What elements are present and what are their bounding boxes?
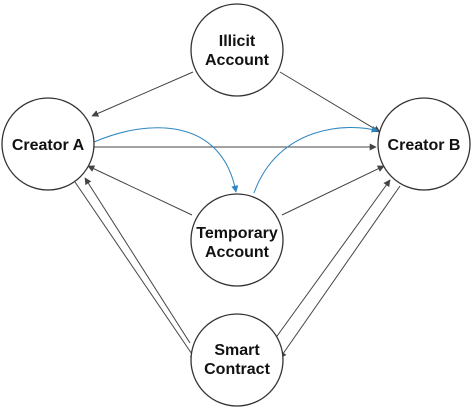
edge-smart-contract-to-creator-a: [84, 177, 191, 344]
creator-a-label: Creator A: [12, 137, 85, 154]
node-temporary-account: Temporary Account: [190, 193, 284, 287]
node-creator-a: Creator A: [1, 97, 95, 191]
temporary-account-label-line2: Account: [205, 244, 270, 261]
node-illicit-account: Illicit Account: [190, 3, 284, 97]
edge-smart-contract-to-creator-b: [271, 179, 391, 344]
edge-creator-a-to-smart-contract: [74, 181, 197, 361]
edge-illicit-to-creator-a: [91, 71, 194, 117]
edge-creator-b-to-smart-contract: [279, 185, 401, 359]
edge-temporary-to-creator-a: [87, 165, 193, 216]
creator-b-label: Creator B: [388, 137, 461, 154]
edge-temporary-to-creator-b-highlight: [253, 125, 379, 194]
smart-contract-label-line1: Smart: [214, 342, 260, 359]
edge-temporary-to-creator-b: [281, 165, 385, 216]
edge-illicit-to-creator-b: [279, 71, 381, 133]
node-creator-b: Creator B: [377, 97, 471, 191]
illicit-account-label-line1: Illicit: [219, 33, 256, 50]
illicit-account-label-line2: Account: [205, 52, 270, 69]
edge-creator-a-to-temporary-highlight: [93, 127, 239, 193]
temporary-account-label-line1: Temporary: [196, 225, 278, 242]
node-smart-contract: Smart Contract: [190, 313, 284, 407]
edges: [74, 71, 401, 361]
smart-contract-label-line2: Contract: [204, 361, 270, 378]
